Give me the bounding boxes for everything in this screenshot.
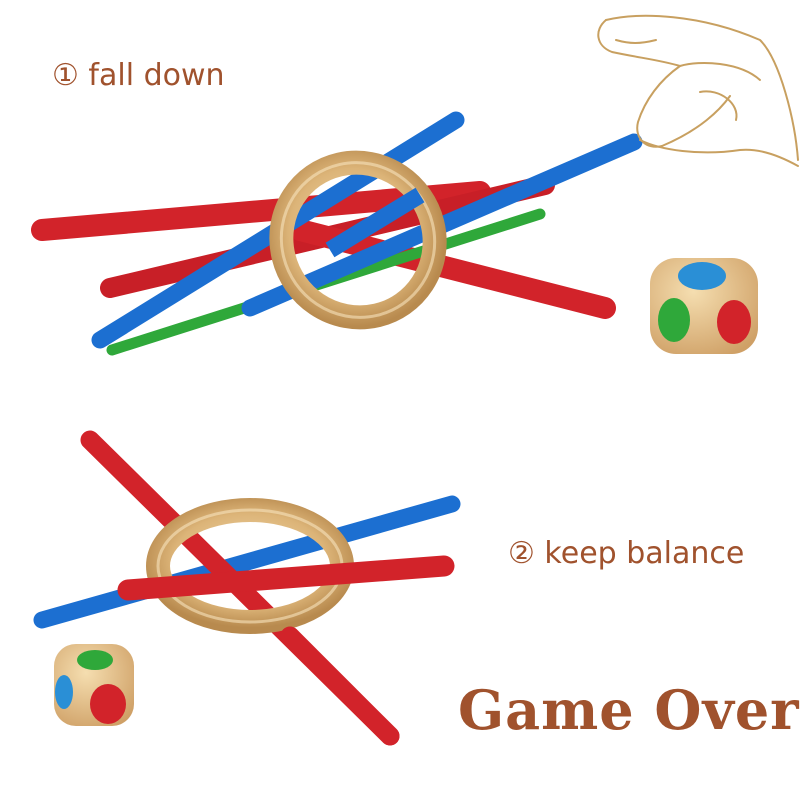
game-over-title: Game Over <box>458 678 800 742</box>
red-stick <box>280 626 400 746</box>
color-dice <box>650 258 758 354</box>
color-dice <box>54 644 134 726</box>
dice-dot-red <box>90 684 126 724</box>
blue-stick <box>33 495 461 629</box>
dice-dot-red <box>717 300 751 344</box>
dice-dot-blue <box>678 262 726 290</box>
top-scene <box>31 14 799 356</box>
dice-dot-blue <box>55 675 73 709</box>
bottom-scene <box>33 430 461 746</box>
hand-icon <box>597 14 799 167</box>
dice-dot-green <box>658 298 690 342</box>
step1-caption: ① fall down <box>52 58 225 93</box>
step2-caption: ② keep balance <box>508 536 745 571</box>
blue-stick <box>325 187 425 258</box>
red-stick <box>117 555 455 601</box>
dice-dot-green <box>77 650 113 670</box>
